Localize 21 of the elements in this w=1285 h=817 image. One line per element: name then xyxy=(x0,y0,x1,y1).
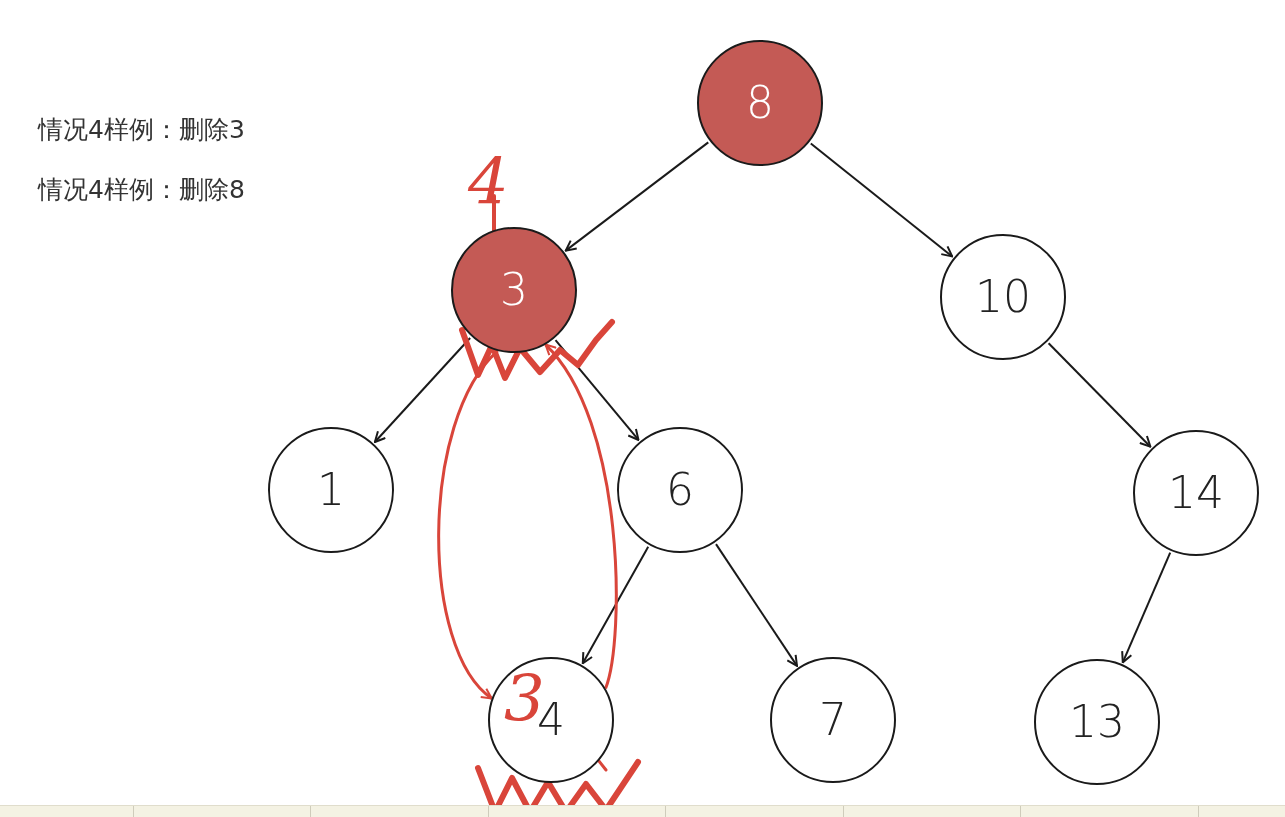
note-text: 情况4样例：删除8 xyxy=(38,174,245,206)
arrow xyxy=(1047,342,1152,448)
curved-arrow xyxy=(544,343,618,689)
arrow xyxy=(1121,551,1172,664)
handwritten-number: 4 xyxy=(468,150,509,214)
node-value: 7 xyxy=(819,698,847,742)
arrow xyxy=(581,545,650,665)
arrow xyxy=(715,543,798,667)
node-value: 10 xyxy=(975,275,1031,319)
arrow xyxy=(373,336,472,444)
arrow xyxy=(554,339,640,441)
node-value: 3 xyxy=(500,268,528,312)
node-value: 6 xyxy=(666,468,694,512)
node-value: 13 xyxy=(1069,700,1125,744)
node-value: 8 xyxy=(746,81,774,125)
arrow xyxy=(809,142,954,258)
note-text: 情况4样例：删除3 xyxy=(38,114,245,146)
node-value: 1 xyxy=(317,468,345,512)
node-value: 14 xyxy=(1168,471,1224,515)
tree-node xyxy=(488,657,614,783)
arrow xyxy=(564,141,710,252)
